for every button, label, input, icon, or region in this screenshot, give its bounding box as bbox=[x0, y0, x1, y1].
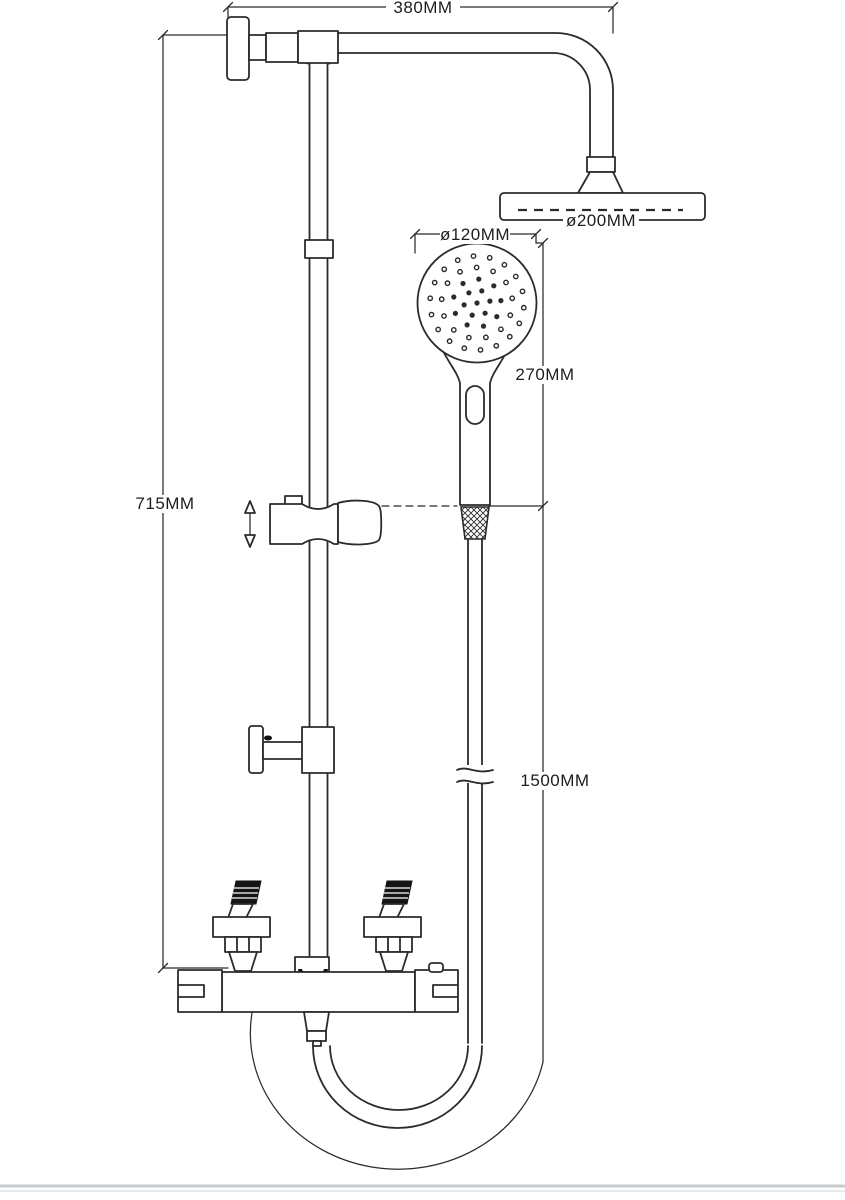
mixer-valve bbox=[177, 962, 459, 1047]
hose-u-outer bbox=[312, 1045, 483, 1129]
right-handle-slot bbox=[432, 984, 458, 998]
riser-coupling bbox=[304, 239, 334, 259]
hand-shower bbox=[416, 242, 538, 506]
outlet-nub bbox=[312, 1040, 322, 1047]
label-arm-reach: 380MM bbox=[393, 0, 452, 17]
label-hand-shower-diameter: ø120MM bbox=[440, 225, 510, 244]
mixer-left-handle bbox=[177, 969, 223, 1013]
hose-break-mark bbox=[456, 767, 494, 773]
mixer-right-handle bbox=[414, 969, 459, 1013]
hand-shower-nozzles bbox=[427, 253, 527, 353]
label-riser-height: 715MM bbox=[135, 494, 194, 513]
shower-arm bbox=[337, 32, 614, 158]
wall-mount-plate bbox=[226, 16, 339, 81]
mixer-body bbox=[221, 971, 416, 1013]
label-head-diameter: ø200MM bbox=[566, 211, 636, 230]
handle-button-slot bbox=[465, 385, 485, 425]
shower-hose bbox=[312, 538, 494, 1129]
dim-hose-length bbox=[249, 505, 544, 1170]
left-handle-slot bbox=[178, 984, 205, 998]
label-hand-shower-length: 270MM bbox=[515, 365, 574, 384]
mixer-outlet bbox=[303, 1011, 330, 1032]
hose-break-mark bbox=[456, 779, 494, 785]
lower-wall-bracket bbox=[248, 725, 335, 774]
slider-body bbox=[269, 503, 339, 545]
bracket-flange bbox=[248, 725, 264, 774]
overhead-shower-head bbox=[499, 156, 706, 221]
slider-bracket bbox=[244, 495, 383, 548]
label-hose-length: 1500MM bbox=[520, 771, 589, 790]
hose-u-inner bbox=[329, 1045, 469, 1111]
inlet-fitting-left bbox=[212, 880, 271, 972]
slider-knob bbox=[337, 499, 383, 546]
floor-line bbox=[0, 1184, 845, 1192]
bracket-clamp bbox=[301, 726, 335, 774]
head-mount-cone bbox=[577, 171, 624, 194]
bracket-arm bbox=[262, 741, 305, 760]
bracket-screw bbox=[264, 735, 272, 741]
inlet-fitting-right bbox=[363, 880, 422, 972]
hose-crimp-connector bbox=[460, 506, 490, 540]
outlet-nipple bbox=[306, 1030, 327, 1042]
height-adjust-arrow bbox=[244, 500, 256, 548]
arm-collar bbox=[586, 156, 616, 173]
mixer-button bbox=[428, 962, 444, 973]
dimension-labels: 380MM ø200MM ø120MM 270MM 715MM 1500MM bbox=[135, 0, 639, 790]
hand-shower-handle bbox=[442, 350, 508, 506]
